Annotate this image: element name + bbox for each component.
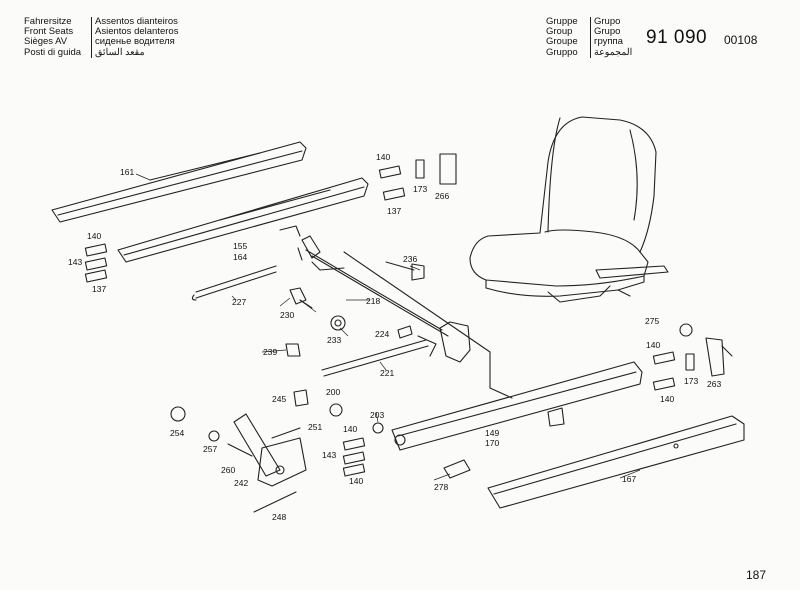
cross-tube-218: [297, 235, 513, 399]
blocks-upper: [378, 153, 457, 201]
callout: 143: [68, 257, 82, 267]
bracket-263: [705, 337, 733, 377]
rod-221: [285, 335, 437, 377]
callout: 263: [707, 379, 721, 389]
knob-254: [170, 406, 186, 422]
callout: 260: [221, 465, 235, 475]
seat-rail-167: [487, 415, 745, 509]
knob-200: [329, 403, 343, 417]
knob-275: [679, 323, 693, 337]
callout: 257: [203, 444, 217, 454]
callout: 278: [434, 482, 448, 492]
title-line: сиденье водителя: [95, 36, 175, 48]
callout: 149: [485, 428, 499, 438]
callout: 200: [326, 387, 340, 397]
callout: 221: [380, 368, 394, 378]
title-block-translations: Assentos dianteiros Asientos delanteros …: [91, 16, 179, 58]
title-line: Front Seats: [24, 26, 74, 38]
title-block-left: Fahrersitze Front Seats Sièges AV Posti …: [24, 16, 82, 58]
title-line: Sièges AV: [24, 36, 68, 48]
seat-rail-161: [51, 141, 307, 223]
callout: 275: [645, 316, 659, 326]
callout: 140: [87, 231, 101, 241]
callout-numbers: 161 140 173 266 137 140 143 137 155 164 …: [68, 152, 721, 522]
callout: 245: [272, 394, 286, 404]
group-label: Grupo: [594, 16, 621, 27]
callout: 140: [349, 476, 363, 486]
callout: 137: [387, 206, 401, 216]
callout: 137: [92, 284, 106, 294]
callout: 236: [403, 254, 417, 264]
lever-assembly-242: [233, 413, 307, 487]
callout: 227: [232, 297, 246, 307]
blocks-lower: [342, 437, 366, 477]
callout: 155: [233, 241, 247, 251]
callout: 230: [280, 310, 294, 320]
washer-257: [208, 430, 220, 442]
group-label-block-2: Grupo Grupo группа المجموعة: [590, 16, 633, 58]
plate-245: [293, 389, 309, 407]
group-label-block: Gruppe Group Groupe Gruppo: [546, 16, 578, 58]
title-line: Assentos dianteiros: [95, 16, 178, 27]
callout: 173: [413, 184, 427, 194]
seat-illustration: [469, 116, 669, 303]
callout: 248: [272, 512, 286, 522]
blocks-left: [84, 243, 108, 283]
callout: 140: [660, 394, 674, 404]
callout: 203: [370, 410, 384, 420]
callout: 143: [322, 450, 336, 460]
callout: 251: [308, 422, 322, 432]
bush-233: [330, 315, 346, 331]
callout: 173: [684, 376, 698, 386]
clip-224: [397, 325, 413, 339]
callout: 164: [233, 252, 247, 262]
callout: 140: [376, 152, 390, 162]
leader-lines: [135, 173, 641, 481]
group-code: 00108: [724, 33, 758, 47]
callout: 254: [170, 428, 184, 438]
seat-rail-155: [117, 177, 369, 263]
callout: 233: [327, 335, 341, 345]
page-number: 187: [746, 568, 767, 582]
callout: 218: [366, 296, 380, 306]
group-label: Grupo: [594, 26, 621, 38]
spring-248: [253, 491, 297, 513]
title-line: Asientos delanteros: [95, 26, 179, 38]
title-line: Posti di guida: [24, 46, 82, 58]
group-label: группа: [594, 36, 623, 48]
group-label: Groupe: [546, 36, 578, 48]
callout: 167: [622, 474, 636, 484]
group-label: Gruppo: [546, 46, 578, 58]
plate-278: [443, 459, 471, 479]
spring-251: [271, 427, 301, 439]
bolt-236: [385, 261, 425, 281]
title-line: مقعد السائق: [95, 46, 145, 58]
blocks-right: [652, 351, 695, 391]
screw-260: [227, 443, 253, 457]
bolt-230: [289, 287, 313, 309]
group-label: المجموعة: [594, 46, 633, 58]
group-number: 91 090: [646, 27, 708, 48]
spring-227: [191, 265, 277, 301]
callout: 140: [343, 424, 357, 434]
group-label: Group: [546, 26, 573, 38]
callout: 266: [435, 191, 449, 201]
callout: 224: [375, 329, 389, 339]
seat-rail-149: [391, 361, 643, 451]
callout: 242: [234, 478, 248, 488]
callout: 161: [120, 167, 134, 177]
callout: 140: [646, 340, 660, 350]
callout: 239: [263, 347, 277, 357]
callout: 170: [485, 438, 499, 448]
group-label: Gruppe: [546, 16, 578, 27]
title-line: Fahrersitze: [24, 16, 72, 27]
washer-203: [372, 422, 384, 434]
